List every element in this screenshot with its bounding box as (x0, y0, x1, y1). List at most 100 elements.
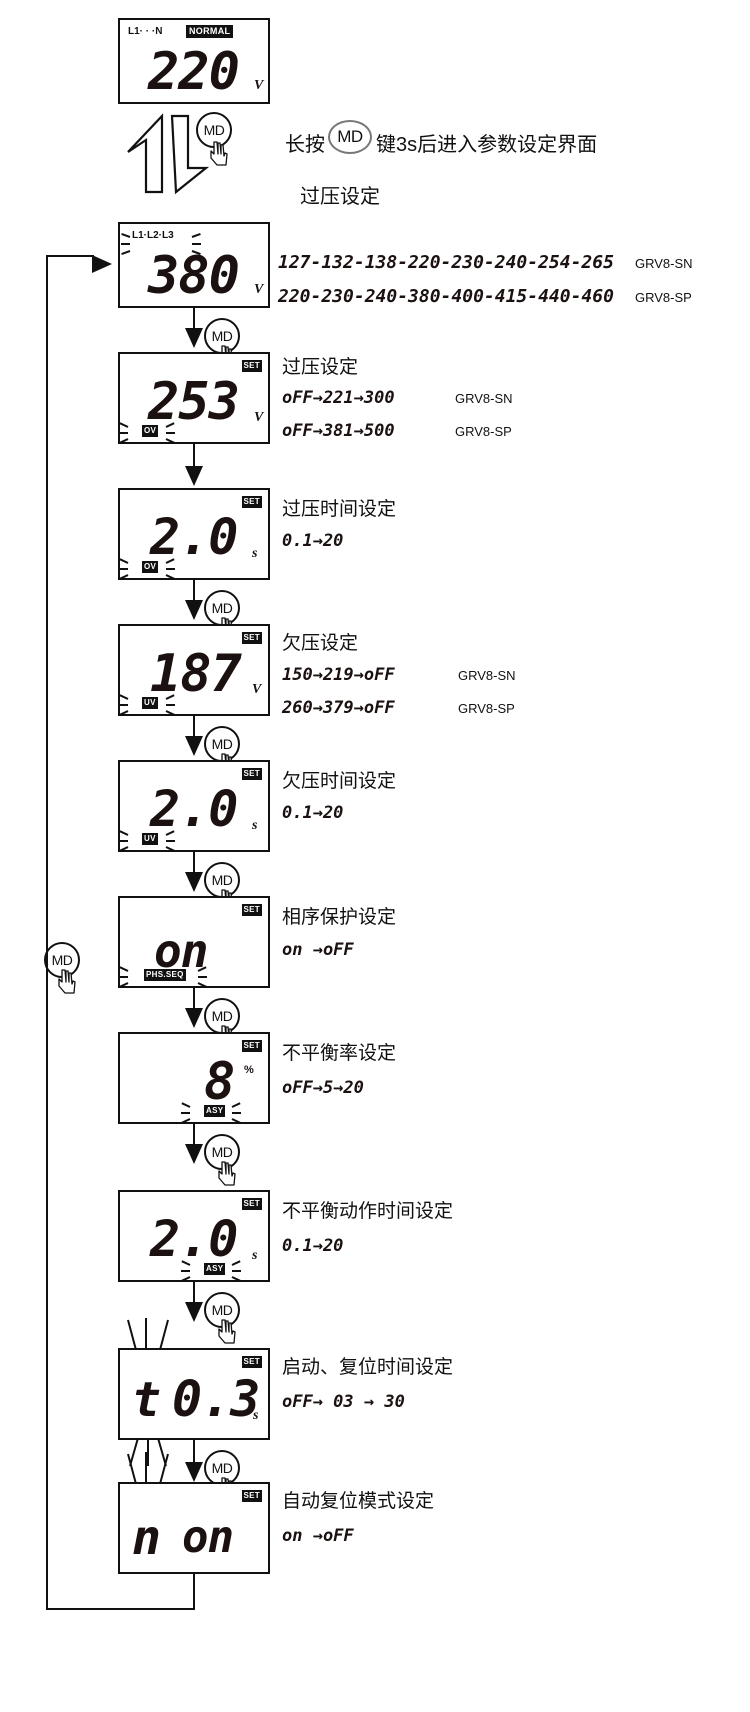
lcd-value: on (154, 924, 208, 978)
flow-connector (193, 1282, 195, 1304)
flow-arrow (185, 328, 203, 348)
lcd-value: 253 (148, 372, 240, 432)
range-sequence: oFF→5→20 (282, 1078, 364, 1098)
set-badge: SET (241, 1040, 262, 1052)
flow-arrow (185, 600, 203, 620)
lcd-value: 8 (204, 1052, 235, 1112)
lcd-panel-normal-display: L1· · ·N NORMAL 220 V (118, 18, 270, 104)
lcd-unit: V (254, 78, 264, 93)
set-badge: SET (241, 1198, 262, 1210)
flow-arrow (185, 1008, 203, 1028)
flow-connector (193, 308, 195, 330)
step-title: 欠压设定 (282, 633, 359, 654)
lcd-value: on (182, 1512, 234, 1563)
set-badge: SET (241, 768, 262, 780)
lcd-unit: s (252, 1248, 258, 1263)
range-model: GRV8-SP (455, 424, 512, 439)
lcd-value-prefix: n (132, 1510, 161, 1566)
blink-strokes-top (122, 1452, 178, 1491)
loop-entry-arrow (92, 255, 112, 273)
lcd-panel-over-voltage-time-setting: SET 2.0 s OV (118, 488, 270, 580)
cursor-hand-icon (58, 968, 78, 994)
step-title: 启动、复位时间设定 (282, 1357, 454, 1378)
indicator-badge-uv: UV (142, 697, 158, 709)
up-down-arrow-icon (120, 110, 230, 195)
flow-arrow (185, 1462, 203, 1482)
lcd-panel-under-voltage-setting: SET 187 V UV (118, 624, 270, 716)
range-model: GRV8-SP (458, 701, 515, 716)
intro-instruction-prefix: 长按 (285, 134, 325, 156)
lcd-panel-auto-reset-mode-setting: SET n on (118, 1482, 270, 1574)
lcd-unit: s (252, 546, 258, 561)
lcd-panel-asymmetry-setting: SET 8 % ASY (118, 1032, 270, 1124)
lcd-unit: s (253, 1408, 259, 1423)
lcd-panel-under-voltage-time-setting: SET 2.0 s UV (118, 760, 270, 852)
step-title: 过压设定 (282, 357, 359, 378)
step-title: 不平衡动作时间设定 (282, 1201, 454, 1222)
indicator-badge-asy: ASY (204, 1263, 226, 1275)
indicator-badge-ov: OV (142, 425, 159, 437)
lcd-panel-rated-voltage: L1·L2·L3 380 V (118, 222, 270, 308)
step-title: 自动复位模式设定 (282, 1491, 435, 1512)
indicator-badge-uv: UV (142, 833, 158, 845)
range-sequence: 260→379→oFF (282, 698, 395, 718)
flow-arrow (185, 872, 203, 892)
loop-path-bottom (46, 1608, 195, 1610)
set-badge: SET (241, 496, 262, 508)
range-sequence: on →oFF (282, 1526, 354, 1546)
flow-connector (193, 444, 195, 468)
range-model: GRV8-SN (635, 256, 693, 271)
step-title: 过压时间设定 (282, 499, 397, 520)
lcd-panel-asymmetry-time-setting: SET 2.0 s ASY (118, 1190, 270, 1282)
md-button-inline-intro: MD (328, 120, 372, 154)
indicator-badge-phs-seq: PHS.SEQ (144, 969, 186, 981)
flow-connector (193, 716, 195, 738)
indicator-badge-asy: ASY (204, 1105, 226, 1117)
blink-strokes-bottom (122, 1437, 178, 1473)
intro-instruction-suffix: 键3s后进入参数设定界面 (376, 134, 598, 156)
md-button-step[interactable]: MD (204, 1292, 240, 1328)
set-badge: SET (241, 632, 262, 644)
range-model: GRV8-SN (458, 668, 516, 683)
lcd-panel-phase-sequence-setting: SET on PHS.SEQ (118, 896, 270, 988)
cursor-hand-icon (210, 140, 230, 166)
step-title: 相序保护设定 (282, 907, 397, 928)
lcd-panel-over-voltage-setting: SET 253 V OV (118, 352, 270, 444)
lcd-value: 2.0 (150, 1210, 238, 1268)
lcd-unit: V (254, 282, 264, 297)
range-sequence: 220-230-240-380-400-415-440-460 (278, 286, 614, 307)
lcd-value: 220 (148, 42, 240, 102)
lcd-unit: V (254, 410, 264, 425)
cursor-hand-icon (218, 1160, 238, 1186)
range-sequence: 0.1→20 (282, 531, 344, 551)
flow-arrow (185, 1302, 203, 1322)
flow-connector (193, 580, 195, 602)
set-badge: SET (241, 360, 262, 372)
range-sequence: 127-132-138-220-230-240-254-265 (278, 252, 614, 273)
range-sequence: oFF→381→500 (282, 421, 395, 441)
lcd-panel-start-reset-time-setting: SET t 0.3 s (118, 1348, 270, 1440)
lcd-value: 187 (150, 644, 242, 704)
loop-path-left (46, 255, 48, 1610)
set-badge: SET (241, 1356, 262, 1368)
phase-label: L1·L2·L3 (132, 230, 174, 241)
range-sequence: on →oFF (282, 940, 354, 960)
range-sequence: 150→219→oFF (282, 665, 395, 685)
flow-connector (193, 852, 195, 874)
range-model: GRV8-SN (455, 391, 513, 406)
range-model: GRV8-SP (635, 290, 692, 305)
step-title: 欠压时间设定 (282, 771, 397, 792)
range-sequence: 0.1→20 (282, 803, 344, 823)
set-badge: SET (241, 1490, 262, 1502)
md-button-step[interactable]: MD (204, 1134, 240, 1170)
step-title: 不平衡率设定 (282, 1043, 397, 1064)
lcd-unit-percent: % (244, 1064, 254, 1076)
range-sequence: oFF→ 03 → 30 (282, 1392, 405, 1412)
phase-label: L1· · ·N (128, 26, 163, 37)
lcd-value: 380 (148, 246, 240, 306)
loop-path-top (46, 255, 94, 257)
set-badge: SET (241, 904, 262, 916)
lcd-value-prefix: t (132, 1372, 161, 1428)
intro-first-step-title: 过压设定 (300, 186, 380, 208)
